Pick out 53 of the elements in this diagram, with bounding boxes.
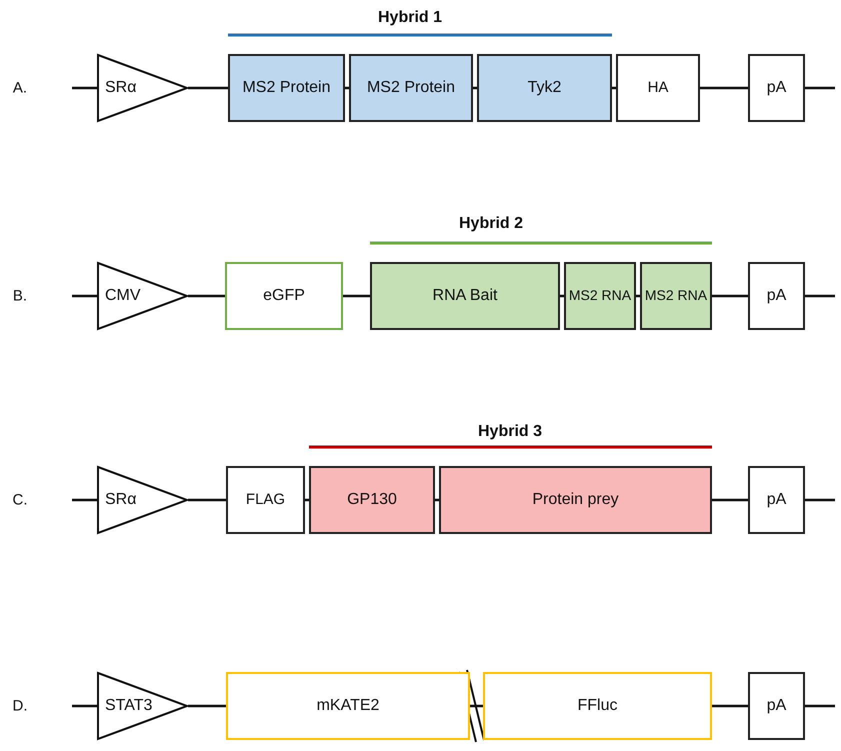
backbone-line <box>343 294 370 298</box>
gene-segment-box: GP130 <box>309 466 435 534</box>
backbone-line <box>188 86 228 90</box>
backbone-line <box>305 498 309 502</box>
gene-segment-box: FLAG <box>226 466 305 534</box>
backbone-line <box>72 294 97 298</box>
hybrid-label: Hybrid 2 <box>459 215 523 233</box>
node-label: SRα <box>105 79 136 97</box>
row-letter: B. <box>12 288 28 304</box>
gene-segment-box: mKATE2 <box>226 672 470 740</box>
backbone-line <box>188 704 226 708</box>
gene-segment-box: Protein prey <box>439 466 712 534</box>
backbone-line <box>473 86 477 90</box>
backbone-line <box>712 704 748 708</box>
backbone-line <box>636 294 640 298</box>
backbone-line <box>188 498 226 502</box>
gene-segment-box: HA <box>616 54 700 122</box>
gene-segment-box: MS2 Protein <box>228 54 345 122</box>
gene-segment-box: MS2 RNA <box>564 262 636 330</box>
gene-segment-box: pA <box>748 466 805 534</box>
backbone-line <box>712 498 748 502</box>
backbone-line <box>805 86 835 90</box>
backbone-line <box>72 86 97 90</box>
gene-segment-box: MS2 Protein <box>349 54 473 122</box>
backbone-line <box>435 498 439 502</box>
backbone-line <box>712 294 748 298</box>
node-label: STAT3 <box>105 697 152 715</box>
gene-segment-box: pA <box>748 672 805 740</box>
gene-segment-box: MS2 RNA <box>640 262 712 330</box>
node-label: SRα <box>105 491 136 509</box>
backbone-line <box>700 86 748 90</box>
backbone-line <box>805 704 835 708</box>
backbone-line <box>805 498 835 502</box>
gene-segment-box: pA <box>748 54 805 122</box>
row-letter: A. <box>12 80 28 96</box>
hybrid-label: Hybrid 3 <box>478 423 542 441</box>
backbone-line <box>345 86 349 90</box>
row-letter: C. <box>12 492 28 508</box>
gene-segment-box: RNA Bait <box>370 262 560 330</box>
gene-segment-box: Tyk2 <box>477 54 612 122</box>
hybrid-label: Hybrid 1 <box>378 9 442 27</box>
backbone-line <box>470 704 483 708</box>
backbone-line <box>560 294 564 298</box>
gene-segment-box: eGFP <box>225 262 343 330</box>
backbone-line <box>805 294 835 298</box>
row-letter: D. <box>12 698 28 714</box>
node-label: CMV <box>105 287 141 305</box>
backbone-line <box>188 294 225 298</box>
gene-segment-box: pA <box>748 262 805 330</box>
backbone-line <box>612 86 616 90</box>
backbone-line <box>72 498 97 502</box>
gene-segment-box: FFluc <box>483 672 712 740</box>
backbone-line <box>72 704 97 708</box>
